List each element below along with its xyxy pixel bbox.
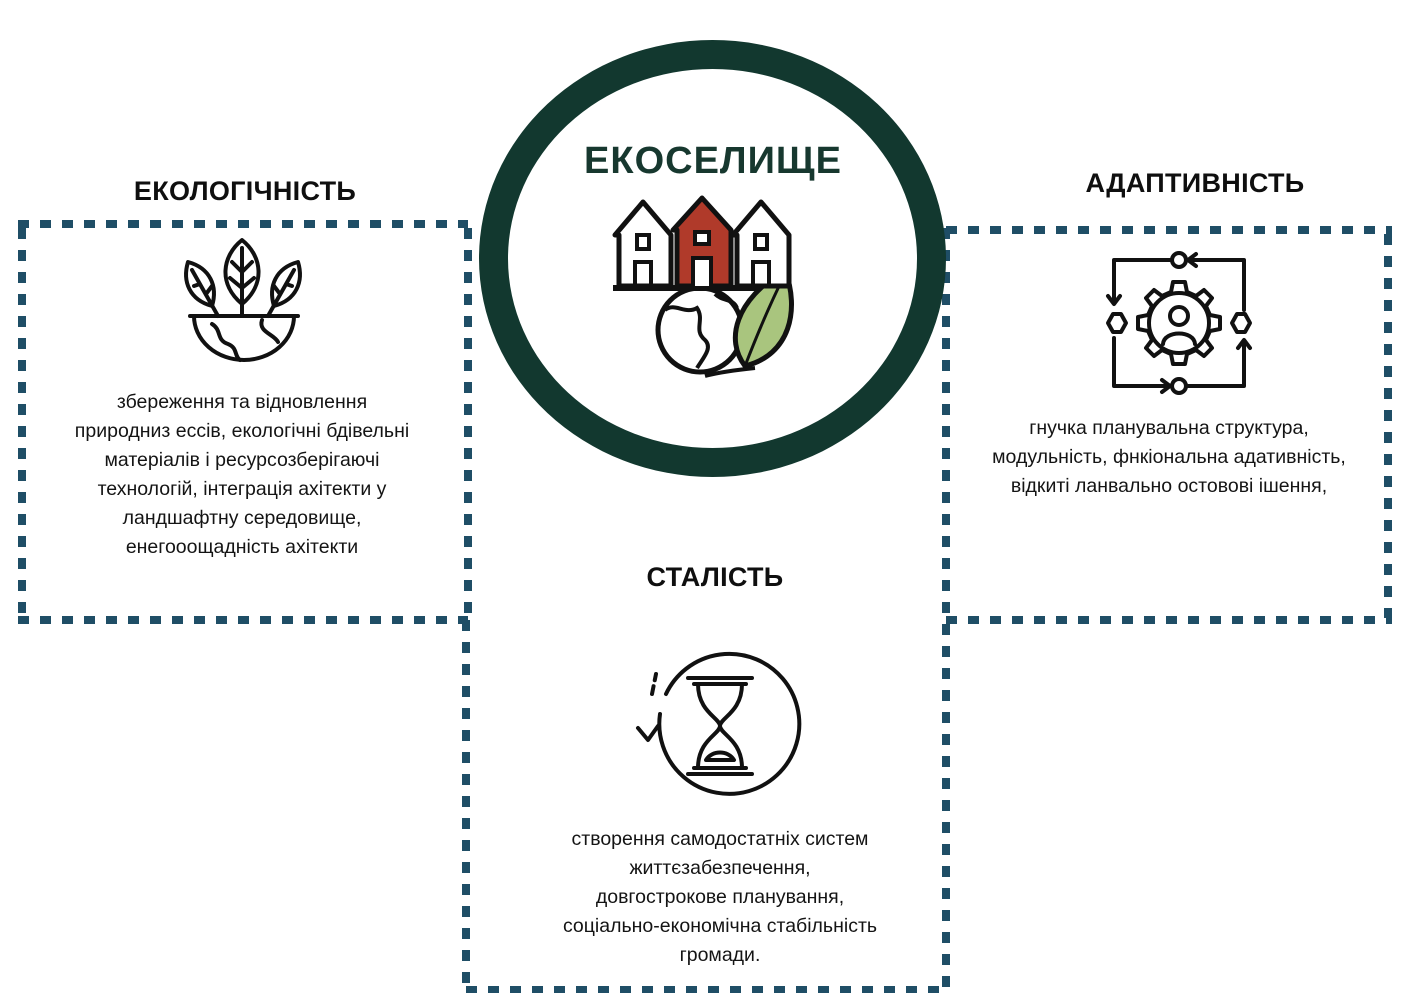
center-title: ЕКОСЕЛИЩЕ [584, 140, 842, 182]
ecology-line: збереження та відновлення [116, 391, 368, 413]
sustainability-line: життєзабезпечення, [629, 857, 811, 879]
ecology-line: ландшафтну середовище, [122, 507, 362, 529]
adaptivity-description: гнучка планувальна структура, модульніст… [955, 414, 1383, 501]
adaptivity-line: гнучка планувальна структура, [1029, 417, 1309, 439]
ecology-line: природниз ессів, екологічні бдівельні [74, 420, 410, 442]
leaves-globe-icon [184, 238, 302, 362]
sustainability-description: створення самодостатніх систем життєзабе… [500, 825, 940, 970]
ecology-line: технологій, інтеграція ахітекти у [97, 478, 387, 500]
sustainability-line: довгострокове планування, [595, 886, 845, 908]
ecology-heading: ЕКОЛОГІЧНІСТЬ [133, 176, 357, 206]
ecology-description: збереження та відновлення природниз ессі… [30, 388, 454, 562]
sustainability-heading: СТАЛІСТЬ [646, 562, 784, 592]
adaptivity-line: відкиті ланвально остовові ішення, [1010, 475, 1328, 497]
sustainability-line: створення самодостатніх систем [571, 828, 869, 850]
eco-village-icon [612, 195, 794, 378]
sustainability-line: громади. [679, 944, 761, 966]
adaptivity-line: модульність, фнкіональна адативність, [992, 446, 1346, 468]
ecology-line: енегооощадність ахітекти [125, 536, 359, 558]
ecology-line: матеріалів і ресурсозберігаючі [104, 449, 380, 471]
hourglass-cycle-icon [636, 651, 802, 796]
gear-user-icon [1106, 251, 1252, 395]
sustainability-line: соціально-економічна стабільність [562, 915, 878, 937]
adaptivity-heading: АДАПТИВНІСТЬ [1085, 168, 1305, 198]
